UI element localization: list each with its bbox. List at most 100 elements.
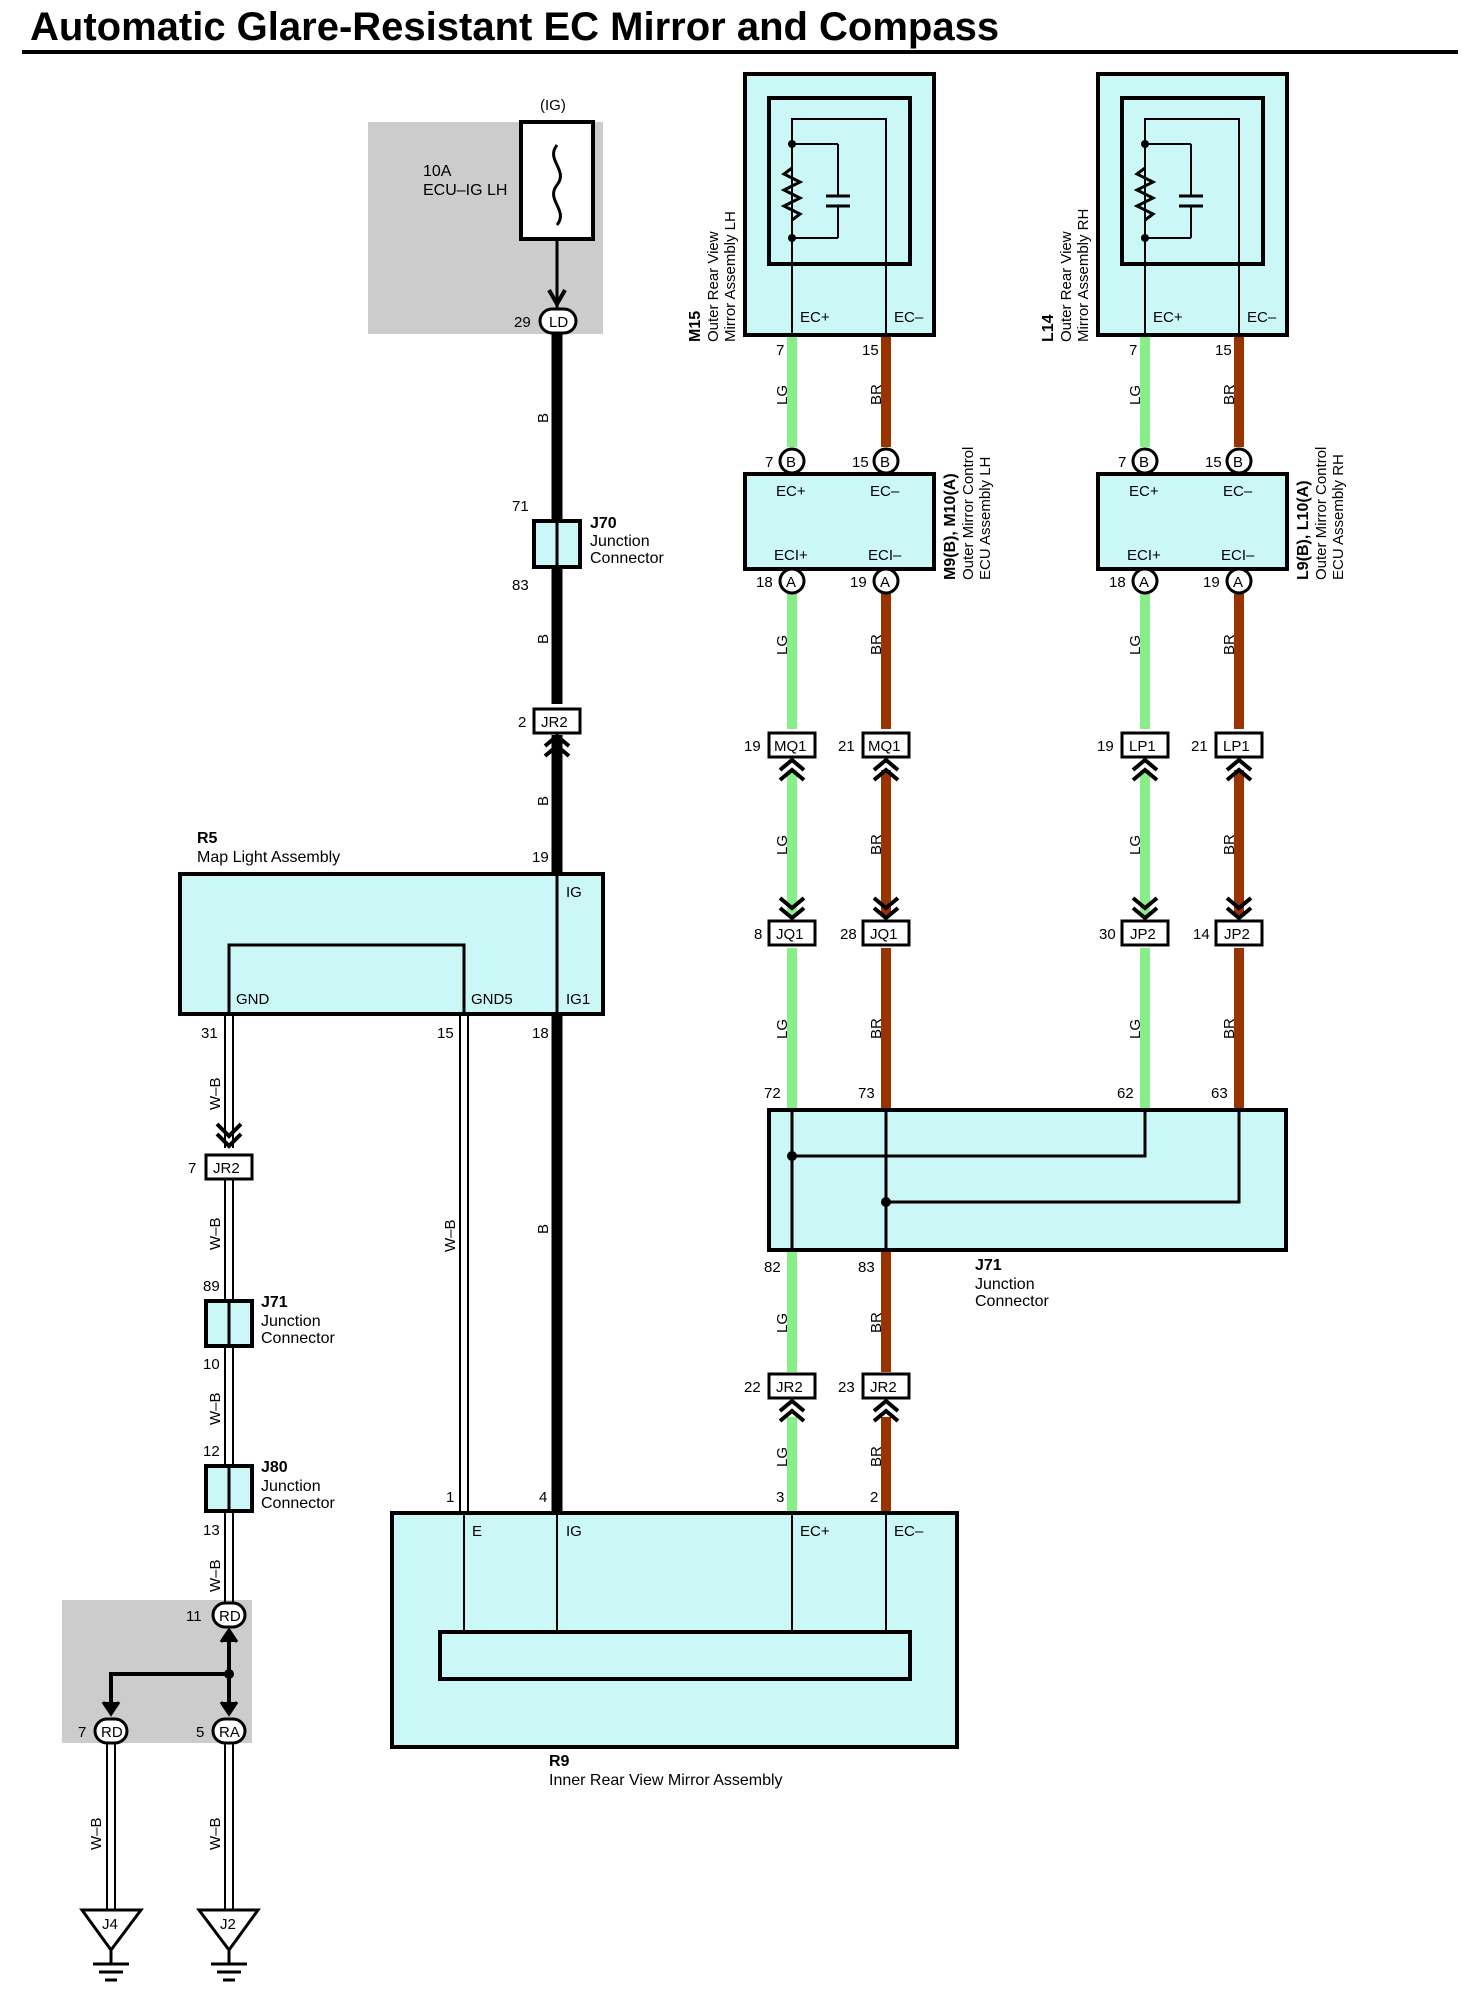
- connector-ld-tag: LD: [549, 314, 568, 331]
- j71-mid-box: [767, 1108, 1288, 1252]
- ecu-lh-conn-a2: [872, 567, 900, 595]
- outer-mirror-lh: EC+ EC– 7 15 M15 Outer Rear View Mirror …: [687, 72, 936, 359]
- ecu-rh-conn-a2: [1225, 567, 1253, 595]
- r9-pin-ig: 4: [539, 1489, 547, 1506]
- ecu-rh: B B 7 15 EC+ EC– ECI+ ECI– A A 18 19 L9(…: [1096, 447, 1347, 595]
- ground-j4: J4: [79, 1908, 144, 1982]
- jq1-b-pin: 28: [840, 926, 857, 943]
- m15-term-pos: EC+: [800, 309, 830, 326]
- fuse-ecu-ig-lh: (IG) 10A ECU–IG LH LD 29: [423, 97, 595, 335]
- j71-pin-72: 72: [764, 1085, 781, 1102]
- ecu-rh-p3: 18: [1109, 574, 1126, 591]
- m15-inner-frame: [767, 96, 912, 266]
- ecu-rh-name2: ECU Assembly RH: [1330, 454, 1347, 580]
- l14-name2: Mirror Assembly RH: [1075, 209, 1092, 342]
- ecu-rh-c1: B: [1139, 454, 1149, 471]
- jr2-c-tag: JR2: [776, 1379, 803, 1396]
- j71-mid-line1: Junction: [975, 1276, 1035, 1293]
- ecu-lh-p1: 7: [765, 454, 773, 471]
- wire-label-wb3: W–B: [207, 1392, 224, 1425]
- wire-label-lg6: LG: [1127, 635, 1144, 655]
- chevron-up-icon: [872, 1398, 900, 1423]
- arrow-down-icon: [101, 1701, 121, 1717]
- ecu-rh-id: L9(B), L10(A): [1295, 480, 1312, 580]
- ecu-rh-name1: Outer Mirror Control: [1313, 447, 1330, 580]
- chevron-up-icon: [543, 733, 571, 758]
- ground-j4-label: J4: [102, 1916, 118, 1933]
- m15-node2: [788, 234, 796, 242]
- l14-pin-pos: 7: [1129, 342, 1137, 359]
- m15-name1: Outer Rear View: [705, 231, 722, 342]
- wire-b: B B B B: [535, 333, 563, 1512]
- rd-left-pin: 7: [78, 1724, 86, 1741]
- wire-label-b2: B: [535, 634, 552, 644]
- inline-connectors-row2: JQ1 8 JQ1 28 JP2 30 JP2 14: [754, 896, 1264, 947]
- connector-jr2-top: JR2 2: [518, 707, 582, 758]
- ecu-lh-c3: A: [786, 574, 796, 591]
- ecu-rh-p4: 19: [1203, 574, 1220, 591]
- resistor-icon: [780, 166, 804, 222]
- ecu-lh-p2: 15: [852, 454, 869, 471]
- junction-j71-mid: 72 73 62 63 82 83 J71 Junction Connector: [764, 1085, 1288, 1310]
- wire-label-br9: BR: [868, 1312, 885, 1333]
- mq1-b-box: [861, 731, 911, 759]
- fuse-name: ECU–IG LH: [423, 182, 507, 199]
- r5-id: R5: [197, 830, 218, 847]
- wire-label-lg1: LG: [774, 385, 791, 405]
- m15-term-neg: EC–: [894, 309, 924, 326]
- wire-label-lg8: LG: [1127, 1019, 1144, 1039]
- chevron-up-icon: [872, 757, 900, 782]
- ecu-lh-t3: ECI+: [774, 547, 808, 564]
- m15-pin-neg: 15: [862, 342, 879, 359]
- wire-label-br7: BR: [1221, 834, 1238, 855]
- lp1-b-tag: LP1: [1223, 738, 1250, 755]
- rd-top-tag: RD: [219, 1608, 241, 1625]
- jr2-c-pin: 22: [744, 1379, 761, 1396]
- wire-label-br8: BR: [1221, 1018, 1238, 1039]
- arrow-down-icon: [219, 1701, 239, 1717]
- j70-pin-bottom: 83: [512, 577, 529, 594]
- jp2-b-pin: 14: [1193, 926, 1210, 943]
- l14-inner-frame: [1120, 96, 1265, 266]
- ecu-rh-t2: EC–: [1223, 483, 1253, 500]
- r9-pin-e: 1: [446, 1489, 454, 1506]
- ecu-lh-p3: 18: [756, 574, 773, 591]
- lp1-b-pin: 21: [1191, 738, 1208, 755]
- r9-name: Inner Rear View Mirror Assembly: [549, 1772, 783, 1789]
- ecu-lh-id: M9(B), M10(A): [942, 473, 959, 580]
- junction-j71-left: 89 10 J71 Junction Connector: [203, 1278, 335, 1373]
- outer-mirror-rh: EC+ EC– 7 15 L14 Outer Rear View Mirror …: [1040, 72, 1289, 359]
- fuse-element: [552, 144, 562, 226]
- ground-j2-label: J2: [220, 1916, 236, 1933]
- connector-jr2-left: JR2 7: [188, 1122, 254, 1181]
- rd-left-tag: RD: [101, 1724, 123, 1741]
- jq1-b-tag: JQ1: [870, 926, 898, 943]
- wire-label-br10: BR: [868, 1446, 885, 1467]
- j80-line1: Junction: [261, 1478, 321, 1495]
- connector-rd-left: [93, 1717, 129, 1745]
- jq1-b-box: [861, 919, 911, 947]
- map-light-assembly: R5 Map Light Assembly 19 IG GND GND5 IG1…: [178, 830, 605, 1042]
- chevron-up-icon: [1131, 757, 1159, 782]
- jp2-b-box: [1214, 919, 1264, 947]
- wire-label-br3: BR: [868, 834, 885, 855]
- ecu-lh-t4: ECI–: [868, 547, 902, 564]
- ecu-rh-box: [1096, 472, 1289, 571]
- wire-label-b3: B: [535, 796, 552, 806]
- j70-id: J70: [590, 515, 617, 532]
- jr2-d-tag: JR2: [870, 1379, 897, 1396]
- j70-line1: Junction: [590, 533, 650, 550]
- ecu-rh-p2: 15: [1205, 454, 1222, 471]
- l14-circuit: [1144, 118, 1240, 335]
- fuse-rating: 10A: [423, 163, 452, 180]
- j71-pin-63: 63: [1211, 1085, 1228, 1102]
- wire-label-b4: B: [535, 1224, 552, 1234]
- r5-pin-ig1: 18: [532, 1025, 549, 1042]
- j71-pin-73: 73: [858, 1085, 875, 1102]
- m15-name2: Mirror Assembly LH: [722, 211, 739, 342]
- jr2-left-tag: JR2: [213, 1160, 240, 1177]
- lp1-a-pin: 19: [1097, 738, 1114, 755]
- chevron-down-icon: [872, 896, 900, 921]
- wire-label-br2: BR: [868, 634, 885, 655]
